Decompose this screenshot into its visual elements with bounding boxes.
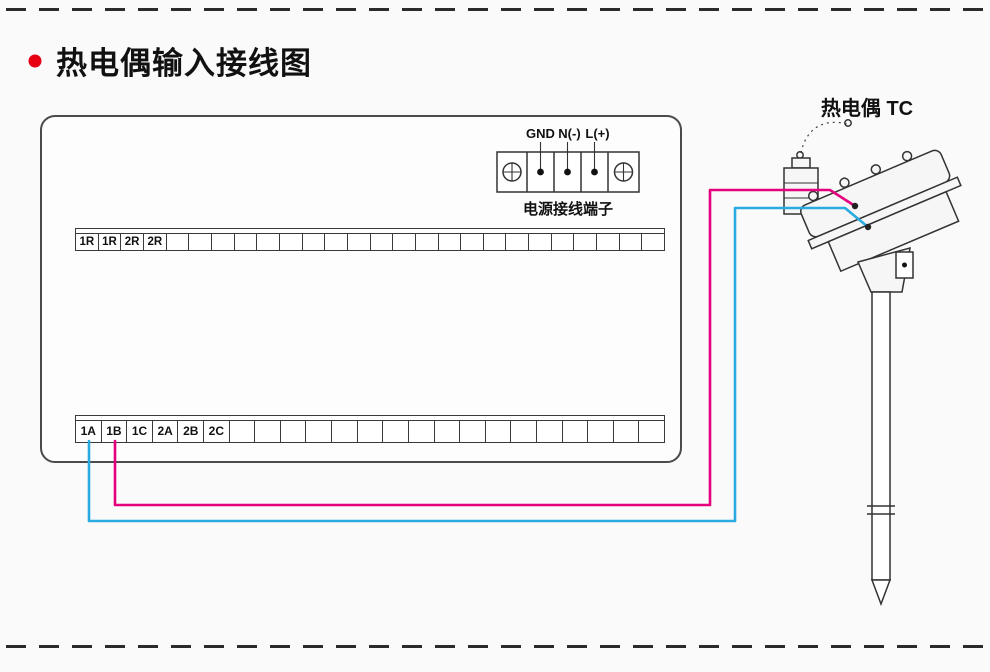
terminal-cell-empty (563, 421, 589, 442)
terminal-cell-empty (435, 421, 461, 442)
terminal-cell-empty (280, 234, 303, 250)
wire-terminal-dot (864, 223, 872, 231)
bottom-dashed-border (6, 645, 984, 648)
thermocouple-illustration: 热电偶 TC (783, 96, 962, 607)
page-title: 热电偶输入接线图 (56, 46, 312, 81)
terminal-cell-empty (574, 234, 598, 250)
terminal-cell-empty (511, 421, 537, 442)
terminal-cell-1C: 1C (127, 421, 153, 442)
terminal-cell-2C: 2C (204, 421, 230, 442)
terminal-cell-empty (529, 234, 552, 250)
terminal-cell-2A: 2A (153, 421, 179, 442)
terminal-cell-empty (257, 234, 280, 250)
terminal-cell-1A: 1A (76, 421, 102, 442)
section-title-row: 热电偶输入接线图 (28, 38, 312, 83)
terminal-cell-empty (393, 234, 416, 250)
terminal-cell-empty (552, 234, 575, 250)
probe-tip (870, 579, 892, 607)
terminal-cell-empty (189, 234, 212, 250)
neck-screw-icon (895, 251, 914, 279)
terminal-cell-empty (642, 234, 664, 250)
terminal-cell-empty (255, 421, 281, 442)
thermocouple-label: 热电偶 TC (821, 96, 913, 120)
terminal-cell-empty (306, 421, 333, 442)
terminal-cell-empty (461, 234, 484, 250)
cap-chain-icon (800, 121, 848, 154)
terminal-cell-empty (235, 234, 258, 250)
head-neck (856, 246, 911, 293)
terminal-cell-1B: 1B (102, 421, 128, 442)
terminal-cell-empty (212, 234, 235, 250)
terminal-cell-empty (537, 421, 563, 442)
terminal-cell-empty (281, 421, 307, 442)
terminal-cell-empty (639, 421, 664, 442)
terminal-cell-empty (371, 234, 394, 250)
terminal-cell-empty (460, 421, 486, 442)
red-bullet-icon (28, 54, 42, 67)
hex-fitting-icon (783, 157, 819, 215)
wire-terminal-dot (851, 202, 859, 210)
terminal-cell-2B: 2B (178, 421, 205, 442)
terminal-cell-empty (439, 234, 462, 250)
terminal-cell-empty (620, 234, 643, 250)
terminal-cell-2R: 2R (144, 234, 167, 250)
instrument-rear-panel (40, 115, 682, 463)
head-flange (807, 176, 962, 250)
terminal-cell-2R: 2R (121, 234, 144, 250)
terminal-cell-empty (230, 421, 256, 442)
terminal-cell-empty (348, 234, 371, 250)
thermocouple-probe (871, 291, 891, 581)
terminal-cell-empty (486, 421, 512, 442)
terminal-cell-empty (325, 234, 348, 250)
terminal-cell-empty (484, 234, 507, 250)
terminal-cell-empty (597, 234, 620, 250)
terminal-cell-empty (506, 234, 530, 250)
terminal-cell-empty (588, 421, 614, 442)
terminal-cell-empty (409, 421, 435, 442)
top-dashed-border (6, 8, 984, 11)
head-body (827, 190, 960, 273)
terminal-cell-empty (167, 234, 190, 250)
terminal-cell-empty (383, 421, 409, 442)
head-cap (800, 149, 951, 238)
terminal-cell-empty (358, 421, 384, 442)
terminal-cell-empty (416, 234, 439, 250)
terminal-cell-empty (303, 234, 326, 250)
terminal-cell-1R: 1R (99, 234, 122, 250)
thermocouple-head (800, 149, 962, 273)
terminal-cell-empty (614, 421, 640, 442)
terminal-cell-empty (332, 421, 358, 442)
terminal-cell-1R: 1R (76, 234, 99, 250)
